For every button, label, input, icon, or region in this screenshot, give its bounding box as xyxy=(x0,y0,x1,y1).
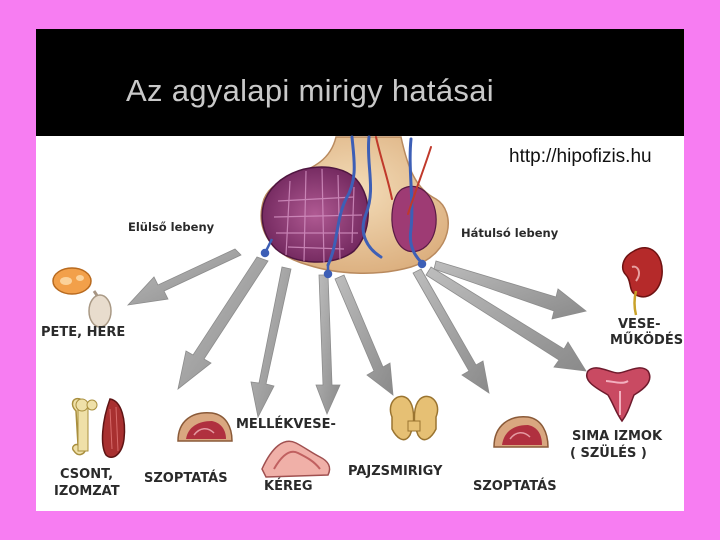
label-breast-right: SZOPTATÁS xyxy=(473,479,557,494)
label-adrenal-line1: MELLÉKVESE- xyxy=(236,417,336,432)
title-bar: Az agyalapi mirigy hatásai xyxy=(36,29,684,136)
source-url: http://hipofizis.hu xyxy=(509,146,652,167)
slide-title: Az agyalapi mirigy hatásai xyxy=(126,73,494,108)
arrow-to-breast-left xyxy=(250,266,292,419)
label-smooth-line1: SIMA IZMOK xyxy=(572,429,663,444)
label-thyroid: PAJZSMIRIGY xyxy=(348,464,443,479)
label-bone-line1: CSONT, xyxy=(60,467,114,482)
bone-muscle-icon xyxy=(71,397,126,459)
arrow-to-bone xyxy=(177,256,269,390)
slide: Az agyalapi mirigy hatásai http://hipofi… xyxy=(36,29,684,511)
label-breast-left: SZOPTATÁS xyxy=(144,471,228,486)
ovary-testis-icon xyxy=(52,267,112,328)
label-gonads: PETE, HERE xyxy=(41,325,126,340)
arrow-to-adrenal xyxy=(315,274,341,416)
label-kidney-line2: MŰKÖDÉS xyxy=(610,333,684,348)
arrow-to-smooth xyxy=(425,266,587,372)
pituitary-gland-icon xyxy=(260,135,449,279)
adrenal-cortex-icon xyxy=(261,440,331,478)
label-smooth-line2: ( SZÜLÉS ) xyxy=(570,446,647,461)
hormone-arrows xyxy=(126,248,587,419)
breast-tissue-icon-right xyxy=(493,416,549,448)
kidney-icon xyxy=(621,246,663,316)
arrow-to-gonads xyxy=(126,248,242,306)
label-posterior-lobe: Hátulsó lebeny xyxy=(461,226,559,240)
label-adrenal-line2: KÉREG xyxy=(264,479,313,494)
uterus-icon xyxy=(585,367,651,423)
label-bone-line2: IZOMZAT xyxy=(54,484,120,499)
arrow-to-breast-right xyxy=(412,268,490,394)
label-anterior-lobe: Elülső lebeny xyxy=(128,220,215,234)
diagram-artwork xyxy=(52,135,663,478)
label-kidney-line1: VESE- xyxy=(618,317,661,332)
breast-tissue-icon xyxy=(177,412,233,442)
arrow-to-thyroid xyxy=(334,274,394,396)
arrow-to-kidney xyxy=(433,260,587,320)
thyroid-icon xyxy=(389,395,439,441)
